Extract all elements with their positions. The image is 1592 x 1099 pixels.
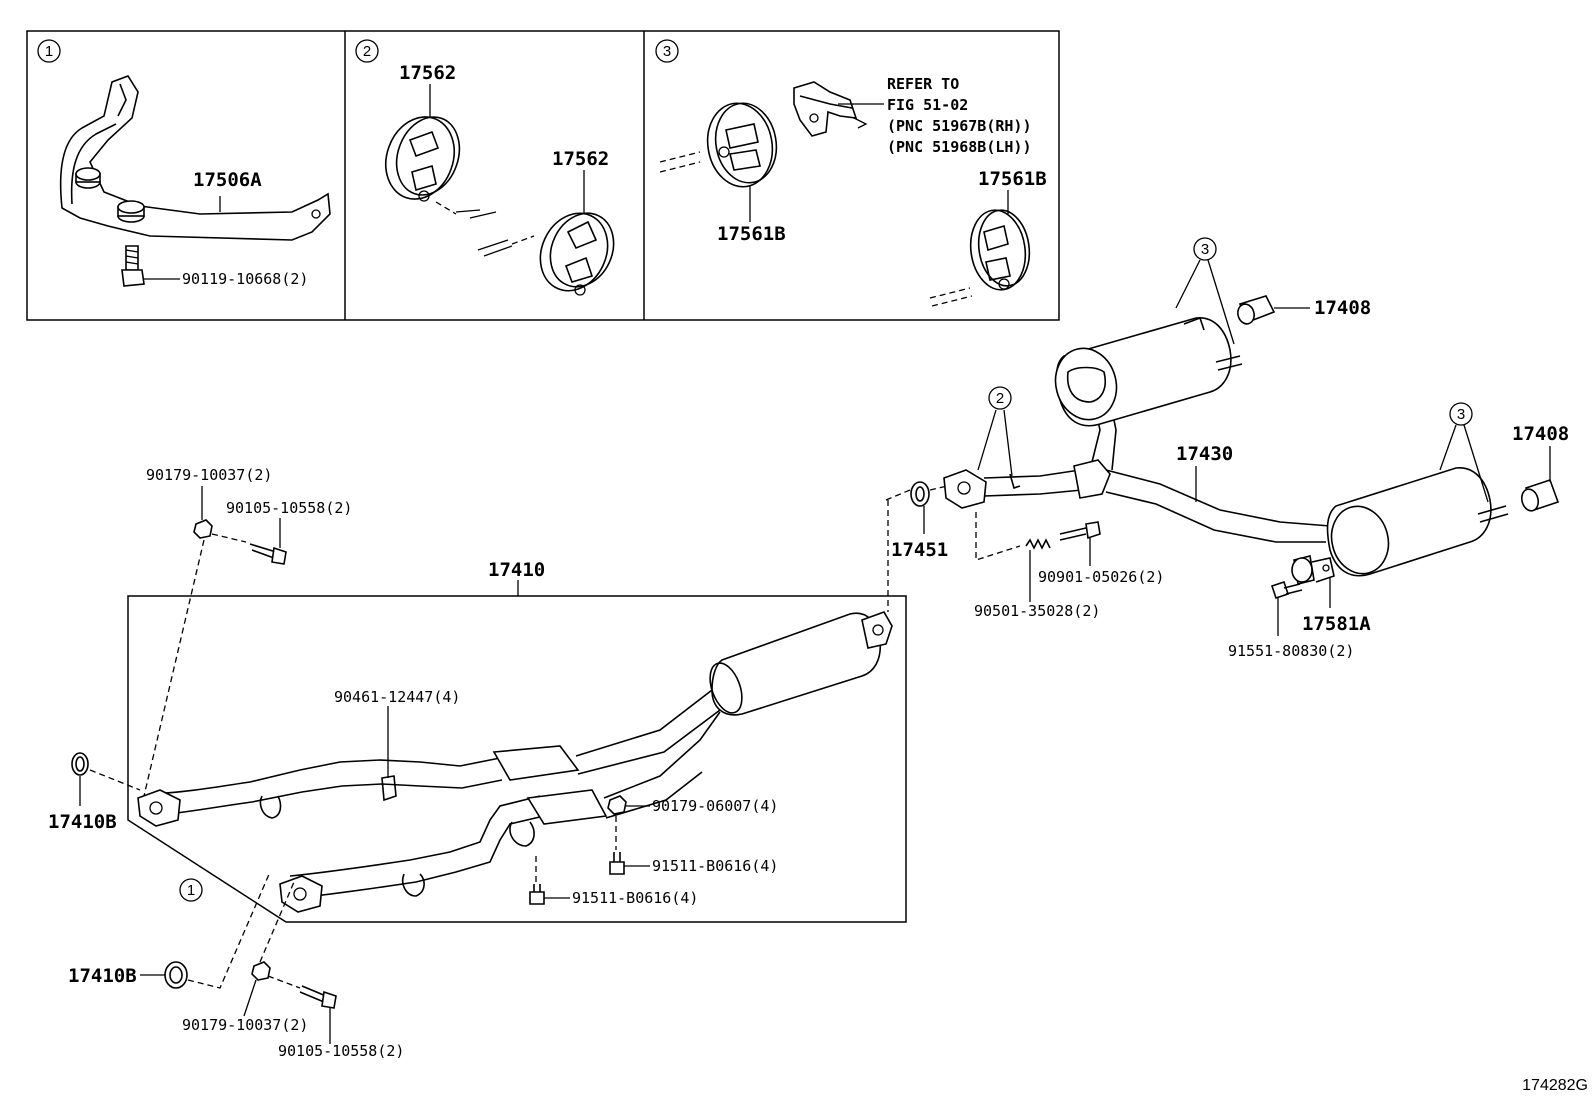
part-17506a: 17506A: [193, 169, 262, 191]
inset-box: [26, 30, 1060, 321]
panel-2-marker: 2: [355, 39, 379, 63]
refer-bracket-drawing: [793, 81, 868, 137]
tail-tip-lower-drawing: [1520, 478, 1560, 512]
dash-17410b-upper: [89, 769, 141, 791]
leader-90179-10037-lower: [243, 979, 257, 1017]
rod-dash-a: [435, 201, 457, 215]
tail-tip-upper-drawing: [1237, 295, 1276, 325]
part-91511-b0616-lower: 91511-B0616(4): [572, 889, 698, 907]
part-90119-10668: 90119-10668(2): [182, 270, 308, 288]
part-90461-12447: 90461-12447(4): [334, 688, 460, 706]
svg-text:1: 1: [45, 43, 53, 60]
part-90105-10558-upper: 90105-10558(2): [226, 499, 352, 517]
main-marker-3-upper: 3: [1175, 237, 1235, 345]
dash-17410b-lower: [187, 871, 271, 989]
part-17410: 17410: [488, 559, 545, 581]
nut-90179-06007-drawing: [607, 795, 627, 815]
bolt-90105-10558-lower-drawing: [299, 985, 337, 1009]
part-17562-a: 17562: [399, 62, 456, 84]
part-17408-lower: 17408: [1512, 423, 1569, 445]
bracket-17506a-drawing: [59, 75, 331, 241]
dash-17451: [885, 483, 1021, 612]
isolator-17561b-a-drawing: [706, 102, 778, 188]
dash-upper-nut: [143, 533, 247, 797]
svg-text:3: 3: [663, 43, 671, 60]
part-91551-80830: 91551-80830(2): [1228, 642, 1354, 660]
refer-note-line4: (PNC 51968B(LH)): [887, 138, 1032, 156]
part-90501-35028: 90501-35028(2): [974, 602, 1100, 620]
svg-text:2: 2: [363, 43, 371, 60]
part-17451: 17451: [891, 539, 948, 561]
svg-text:1: 1: [187, 882, 195, 899]
bolt-90105-10558-upper-drawing: [249, 543, 287, 565]
panel-3-marker: 3: [655, 39, 679, 63]
svg-text:3: 3: [1201, 241, 1209, 258]
isolator-17562-a-drawing: [385, 116, 461, 202]
part-90105-10558-lower: 90105-10558(2): [278, 1042, 404, 1060]
part-17410b-lower: 17410B: [68, 965, 137, 987]
nut-90179-10037-lower-drawing: [251, 961, 271, 981]
part-91511-b0616-upper: 91511-B0616(4): [652, 857, 778, 875]
inset-panel-1: 1 17506A 90119-10668(2): [37, 39, 331, 288]
part-17561b-b: 17561B: [978, 168, 1047, 190]
panel-1-marker: 1: [37, 39, 61, 63]
gasket-17410b-lower-drawing: [164, 961, 188, 989]
main-marker-2: 2: [977, 386, 1013, 477]
main-marker-1: 1: [179, 878, 203, 902]
rod-dash-b: [511, 235, 535, 245]
hanger-17581a-drawing: [1291, 555, 1335, 585]
inset-panel-3: 3 17561B REFER TO FIG 51-02 (PNC 51967B(…: [655, 39, 1047, 307]
part-90179-10037-lower: 90179-10037(2): [182, 1016, 308, 1034]
isolator-17561b-b-drawing: [969, 209, 1031, 291]
part-17561b-a: 17561B: [717, 223, 786, 245]
spring-90501-drawing: [1025, 538, 1051, 550]
isolator-17562-b-drawing: [539, 212, 615, 296]
part-17581a: 17581A: [1302, 613, 1371, 635]
diagram-code: 174282G: [1522, 1077, 1588, 1094]
svg-text:3: 3: [1457, 406, 1465, 423]
gasket-17451-drawing: [910, 481, 930, 507]
bolt-91511-upper-drawing: [609, 852, 625, 875]
part-90179-06007: 90179-06007(4): [652, 797, 778, 815]
part-17430: 17430: [1176, 443, 1233, 465]
rod-dash-c: [659, 151, 701, 173]
part-90179-10037-upper: 90179-10037(2): [146, 466, 272, 484]
gasket-17410b-upper-drawing: [71, 752, 89, 776]
bolt-91551-drawing: [1270, 580, 1303, 600]
center-pipe-drawing: [943, 316, 1509, 577]
part-17562-b: 17562: [552, 148, 609, 170]
part-17408-upper: 17408: [1314, 297, 1371, 319]
part-90901-05026: 90901-05026(2): [1038, 568, 1164, 586]
refer-note-line3: (PNC 51967B(RH)): [887, 117, 1032, 135]
nut-90179-10037-upper-drawing: [193, 519, 213, 539]
rod-dash-d: [929, 287, 973, 307]
refer-note-line2: FIG 51-02: [887, 96, 968, 114]
bolt-91511-lower-drawing: [529, 884, 545, 905]
part-17410b-upper: 17410B: [48, 811, 117, 833]
rod-b: [477, 239, 513, 257]
dash-lower-nut: [259, 881, 301, 989]
front-pipe-box: [127, 580, 907, 923]
bolt-90119-drawing: [121, 245, 145, 287]
main-marker-3-lower: 3: [1439, 402, 1489, 503]
inset-panel-2: 2 17562 17562: [355, 39, 615, 296]
rod-a: [455, 209, 497, 219]
front-pipe-drawing: [137, 611, 893, 913]
bolt-90901-drawing: [1059, 521, 1101, 541]
svg-text:2: 2: [996, 390, 1004, 407]
refer-note-line1: REFER TO: [887, 75, 959, 93]
